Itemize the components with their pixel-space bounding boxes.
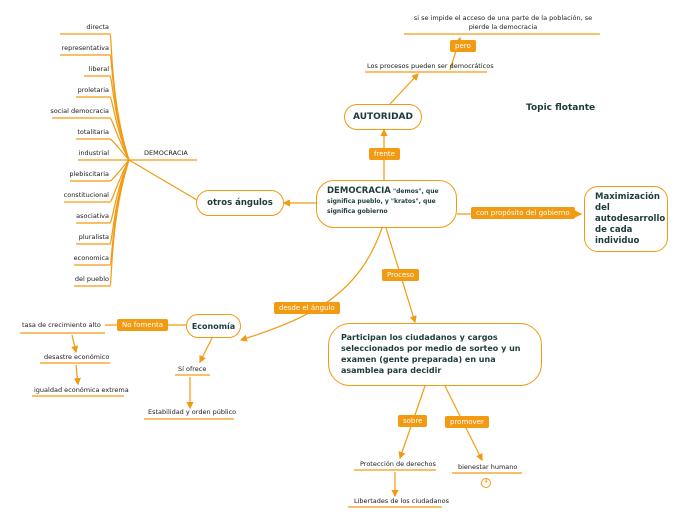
libertades-text: Libertades de los ciudadanos [354, 497, 449, 505]
bienestar-text: bienestar humano [458, 463, 518, 471]
participan-node[interactable]: Participan los ciudadanos y cargos selec… [328, 323, 542, 386]
democracia-hub: DEMOCRACIA [144, 149, 188, 157]
center-desc: "demos", que significa pueblo, y "kratos… [327, 188, 439, 215]
bienestar-badge[interactable]: 4 [484, 479, 488, 485]
tipo-item: social democracia [50, 107, 109, 115]
tipo-item: pluralista [78, 233, 109, 241]
desde-angulo-label[interactable]: desde el ángulo [274, 302, 340, 314]
otros-angulos-node[interactable]: otros ángulos [196, 190, 284, 216]
tasa-text: tasa de crecimiento alto [22, 321, 101, 329]
tipo-item: liberal [88, 65, 109, 73]
proceso-label[interactable]: Proceso [382, 269, 420, 281]
maximizacion-node[interactable]: Maximización del autodesarrollo de cada … [584, 186, 668, 252]
economia-node[interactable]: Economía [186, 314, 241, 338]
autoridad-node[interactable]: AUTORIDAD [344, 104, 422, 130]
center-node[interactable]: DEMOCRACIA "demos", que significa pueblo… [316, 180, 457, 228]
tipo-item: industrial [78, 149, 109, 157]
frente-label[interactable]: frente [369, 148, 400, 160]
proteccion-text: Protección de derechos [360, 460, 436, 468]
sobre-label[interactable]: sobre [398, 415, 428, 427]
tipo-item: directa [86, 23, 109, 31]
promover-label[interactable]: promover [445, 416, 489, 428]
tipo-item: totalitaria [77, 128, 109, 136]
badge-circle [481, 478, 491, 488]
no-fomenta-label[interactable]: No fomenta [117, 319, 169, 331]
tipo-item: plebiscitaria [69, 170, 109, 178]
igualdad-text: igualdad económica extrema [34, 386, 129, 394]
tipo-item: proletaria [77, 86, 109, 94]
estabilidad-text: Estabilidad y orden público [148, 408, 237, 416]
pero-label[interactable]: pero [450, 40, 476, 52]
tipo-item: del pueblo [74, 275, 109, 283]
tipo-item: constitucional [63, 191, 109, 199]
autoridad-note: si se impide el acceso de una parte de l… [413, 14, 593, 31]
tipo-item: representativa [61, 44, 109, 52]
proposito-label[interactable]: con propósito del gobierno [471, 207, 575, 219]
tipo-item: economica [73, 254, 109, 262]
desastre-text: desastre económico [44, 353, 110, 361]
si-ofrece-text: Sí ofrece [178, 365, 207, 373]
procesos-text: Los procesos pueden ser democráticos [367, 62, 494, 70]
topic-flotante[interactable]: Topic flotante [526, 103, 596, 113]
center-title: DEMOCRACIA [327, 186, 391, 196]
tipo-item: asociativa [76, 212, 109, 220]
